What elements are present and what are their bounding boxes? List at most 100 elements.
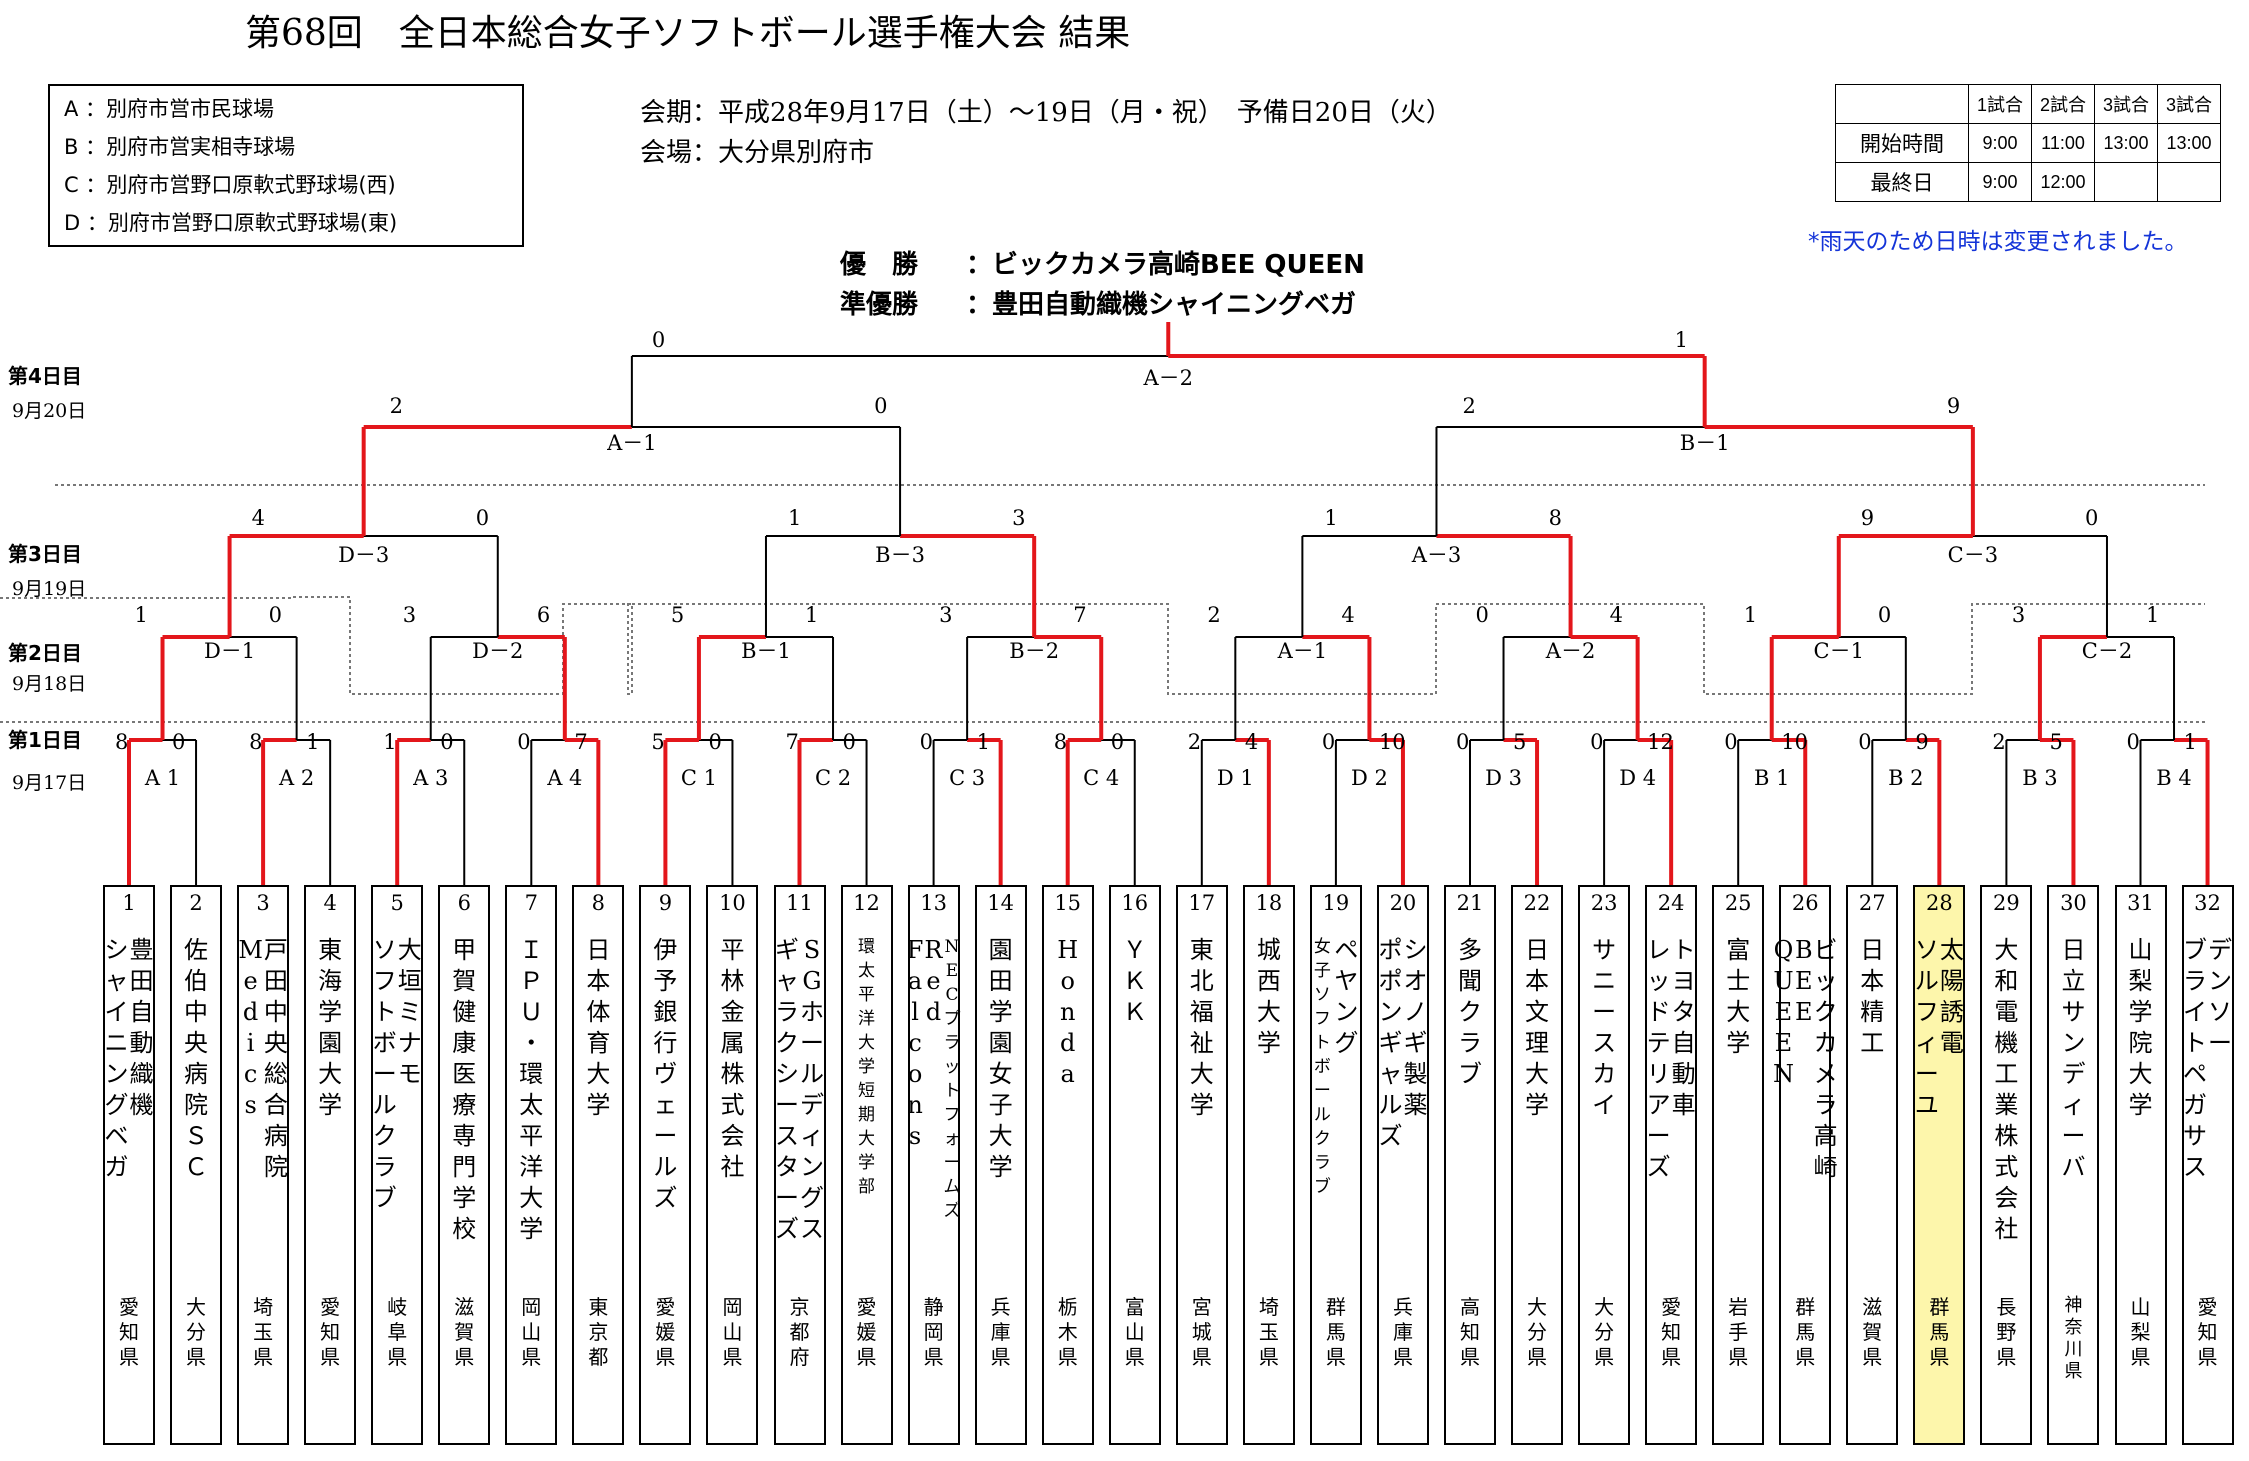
event-period: 会期：平成28年9月17日（土）～19日（月・祝） 予備日20日（火） bbox=[640, 98, 1452, 128]
score: 4 bbox=[1341, 603, 1355, 627]
score: 12 bbox=[1647, 730, 1674, 754]
schedule-cell: 13:00 bbox=[2157, 123, 2221, 163]
team-name: 日立サンディーバ bbox=[2049, 935, 2097, 1280]
team-name: 日本文理大学 bbox=[1513, 935, 1561, 1280]
team-name: 日本精工 bbox=[1848, 935, 1896, 1280]
venue-a: A ：別府市営市民球場 bbox=[64, 97, 275, 121]
score: 1 bbox=[134, 603, 148, 627]
team-name-column: ビックカメラ高崎 bbox=[1813, 936, 1838, 1181]
score: 5 bbox=[2049, 730, 2063, 754]
score: 2 bbox=[1187, 730, 1202, 754]
score: 2 bbox=[1992, 730, 2006, 754]
team-number: 1 bbox=[122, 891, 136, 915]
team-number: 11 bbox=[786, 891, 813, 915]
score: 0 bbox=[1456, 730, 1470, 754]
team-number: 19 bbox=[1322, 891, 1350, 915]
day-label: 第1日目 bbox=[8, 728, 82, 752]
team-number: 21 bbox=[1456, 891, 1484, 915]
score: 4 bbox=[1609, 603, 1623, 627]
match-label: B 3 bbox=[2022, 766, 2058, 790]
team-prefecture: 埼玉県 bbox=[253, 1295, 274, 1369]
score: 1 bbox=[1743, 603, 1758, 627]
team-name-column: 平林金属株式会社 bbox=[720, 936, 745, 1181]
team-name-column: 日本精工 bbox=[1860, 936, 1885, 1057]
match-label: C 1 bbox=[680, 766, 717, 790]
team-prefecture: 東京都 bbox=[588, 1295, 609, 1369]
team-name-column: 環太平洋大学短期大学部 bbox=[858, 937, 876, 1197]
score: 5 bbox=[651, 730, 665, 754]
team-name-column: 東北福祉大学 bbox=[1189, 936, 1214, 1119]
team-prefecture: 滋賀県 bbox=[1862, 1295, 1883, 1369]
schedule-row: 最終日 9:00 12:00 bbox=[1835, 162, 2221, 202]
score: 0 bbox=[842, 730, 856, 754]
team-prefecture: 愛知県 bbox=[320, 1295, 341, 1369]
score: 9 bbox=[1946, 394, 1961, 418]
team-number: 9 bbox=[658, 891, 673, 915]
score: 0 bbox=[1858, 730, 1872, 754]
score: 3 bbox=[939, 603, 953, 627]
team-prefecture: 栃木県 bbox=[1057, 1295, 1078, 1369]
team-name: 太陽誘電ソルフィーユ bbox=[1915, 935, 1964, 1280]
runner-up-team: ：豊田自動織機シャイニングベガ bbox=[966, 290, 1357, 320]
team-number: 18 bbox=[1255, 891, 1283, 915]
team-prefecture: 大分県 bbox=[1594, 1295, 1615, 1369]
team-name-column: シャイニングベガ bbox=[104, 936, 129, 1181]
runner-up-label: 準優勝 bbox=[840, 290, 919, 320]
score: 0 bbox=[2126, 730, 2140, 754]
score: 0 bbox=[919, 730, 933, 754]
team-prefecture: 大分県 bbox=[186, 1295, 207, 1369]
score: 8 bbox=[115, 730, 129, 754]
team-name-column: 山梨学院大学 bbox=[2128, 936, 2153, 1119]
team-prefecture: 岩手県 bbox=[1728, 1295, 1749, 1369]
team-name-column: ペヤング bbox=[1334, 936, 1359, 1057]
day-date: 9月18日 bbox=[12, 673, 87, 695]
team-number: 6 bbox=[457, 891, 471, 915]
team-number: 20 bbox=[1389, 891, 1417, 915]
schedule-cell bbox=[2157, 162, 2221, 202]
score: 2 bbox=[1462, 394, 1476, 418]
score: 2 bbox=[389, 394, 404, 418]
event-venue: 会場：大分県別府市 bbox=[640, 138, 875, 168]
team-number: 2 bbox=[189, 891, 203, 915]
day-label: 第2日目 bbox=[8, 641, 82, 665]
team-name-column: トヨタ自動車 bbox=[1671, 936, 1696, 1119]
match-label: B－3 bbox=[875, 543, 925, 567]
match-label: B－2 bbox=[1009, 639, 1060, 663]
schedule-header: 2試合 bbox=[2031, 84, 2095, 124]
schedule-header: 1試合 bbox=[1968, 84, 2032, 124]
match-label: A－2 bbox=[1143, 366, 1194, 390]
score: 0 bbox=[1877, 603, 1892, 627]
score: 8 bbox=[1053, 730, 1068, 754]
score: 7 bbox=[1073, 603, 1087, 627]
team-number: 14 bbox=[987, 891, 1014, 915]
team-name: 平林金属株式会社 bbox=[708, 935, 756, 1280]
score: 0 bbox=[440, 730, 454, 754]
team-name-column: レッドテリアーズ bbox=[1646, 936, 1671, 1181]
team-number: 16 bbox=[1121, 891, 1149, 915]
team-name: 環太平洋大学短期大学部 bbox=[843, 935, 891, 1280]
team-name-column: ブライトペガサス bbox=[2183, 936, 2208, 1181]
team-number: 23 bbox=[1590, 891, 1618, 915]
day-date: 9月19日 bbox=[12, 578, 87, 600]
day-divider bbox=[0, 596, 2205, 695]
score: 1 bbox=[805, 603, 819, 627]
team-name-column: 日立サンディーバ bbox=[2061, 936, 2086, 1181]
